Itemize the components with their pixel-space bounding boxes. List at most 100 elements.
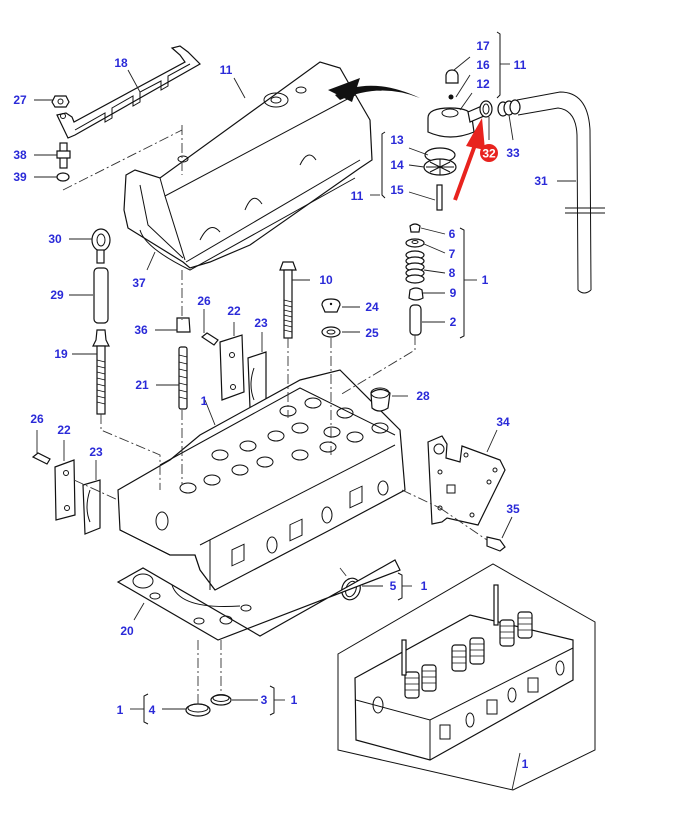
nut-27 bbox=[51, 95, 70, 108]
bracket-line bbox=[459, 227, 465, 339]
label-33[interactable]: 33 bbox=[506, 146, 520, 160]
label-39[interactable]: 39 bbox=[13, 170, 27, 184]
label-9[interactable]: 9 bbox=[450, 286, 457, 300]
alignment-line bbox=[62, 129, 183, 191]
alignment-line bbox=[439, 507, 488, 541]
label-20[interactable]: 20 bbox=[120, 624, 134, 638]
bracket-line bbox=[397, 572, 403, 601]
label-26[interactable]: 26 bbox=[197, 294, 211, 308]
plate-22-upper bbox=[219, 334, 245, 401]
valve-parts bbox=[405, 223, 425, 336]
label-1[interactable]: 1 bbox=[117, 703, 124, 717]
head-gasket-20 bbox=[116, 559, 401, 641]
label-19[interactable]: 19 bbox=[54, 347, 68, 361]
alignment-line bbox=[401, 489, 441, 509]
oring-39 bbox=[56, 172, 70, 182]
screw-35 bbox=[486, 536, 506, 552]
sleeve-28 bbox=[370, 387, 391, 412]
arrow-black-icon bbox=[335, 85, 420, 100]
label-22[interactable]: 22 bbox=[57, 423, 71, 437]
label-1[interactable]: 1 bbox=[482, 273, 489, 287]
label-12[interactable]: 12 bbox=[476, 77, 490, 91]
alignment-line bbox=[339, 567, 352, 583]
cylinder-head bbox=[117, 369, 406, 591]
label-16[interactable]: 16 bbox=[476, 58, 490, 72]
label-37[interactable]: 37 bbox=[132, 276, 146, 290]
bolt-10 bbox=[279, 261, 297, 339]
stud-19 bbox=[92, 329, 110, 415]
label-35[interactable]: 35 bbox=[506, 502, 520, 516]
label-38[interactable]: 38 bbox=[13, 148, 27, 162]
label-11[interactable]: 11 bbox=[514, 58, 527, 72]
label-1[interactable]: 1 bbox=[201, 394, 208, 408]
label-23[interactable]: 23 bbox=[89, 445, 103, 459]
label-1[interactable]: 1 bbox=[291, 693, 298, 707]
valve-springs bbox=[404, 611, 533, 699]
label-8[interactable]: 8 bbox=[449, 266, 456, 280]
label-17[interactable]: 17 bbox=[476, 39, 490, 53]
plate-22-lower bbox=[54, 459, 76, 521]
alignment-line bbox=[73, 479, 119, 501]
alignment-line bbox=[339, 335, 416, 396]
label-24[interactable]: 24 bbox=[365, 300, 379, 314]
label-10[interactable]: 10 bbox=[319, 273, 333, 287]
arrow-black-head bbox=[328, 78, 360, 102]
label-18[interactable]: 18 bbox=[114, 56, 128, 70]
inset-assembled-head bbox=[337, 563, 596, 791]
label-11[interactable]: 11 bbox=[220, 63, 233, 77]
label-28[interactable]: 28 bbox=[416, 389, 430, 403]
label-14[interactable]: 14 bbox=[390, 158, 404, 172]
label-7[interactable]: 7 bbox=[449, 247, 456, 261]
label-36[interactable]: 36 bbox=[134, 323, 148, 337]
highlight-callout-32[interactable] bbox=[480, 144, 498, 162]
plug-24 bbox=[321, 298, 341, 313]
bracket-line bbox=[143, 693, 149, 725]
stud-21 bbox=[178, 346, 188, 410]
label-1[interactable]: 1 bbox=[421, 579, 428, 593]
bracket-line bbox=[381, 131, 386, 199]
label-21[interactable]: 21 bbox=[135, 378, 149, 392]
callout-label-32: 32 bbox=[482, 147, 496, 161]
seals-33 bbox=[497, 99, 521, 117]
label-29[interactable]: 29 bbox=[50, 288, 64, 302]
label-22[interactable]: 22 bbox=[227, 304, 241, 318]
screw-26-lower bbox=[31, 452, 51, 465]
spacer-29 bbox=[93, 267, 109, 324]
eyebolt-30 bbox=[91, 228, 111, 264]
label-30[interactable]: 30 bbox=[48, 232, 62, 246]
bracket-18 bbox=[56, 45, 201, 139]
label-6[interactable]: 6 bbox=[449, 227, 456, 241]
highlight-arrow-icon bbox=[453, 118, 485, 201]
label-31[interactable]: 31 bbox=[534, 174, 548, 188]
rocker-cover-11 bbox=[123, 61, 373, 271]
bracket-line bbox=[496, 31, 501, 99]
label-27[interactable]: 27 bbox=[13, 93, 27, 107]
label-1[interactable]: 1 bbox=[522, 757, 529, 771]
nut-36 bbox=[176, 317, 191, 333]
label-3[interactable]: 3 bbox=[261, 693, 268, 707]
insert-4 bbox=[185, 703, 211, 717]
label-23[interactable]: 23 bbox=[254, 316, 268, 330]
label-13[interactable]: 13 bbox=[390, 133, 404, 147]
part-labels: 18 11 27 38 39 30 37 29 19 36 21 26 22 2… bbox=[13, 39, 548, 771]
label-5[interactable]: 5 bbox=[390, 579, 397, 593]
label-15[interactable]: 15 bbox=[390, 183, 404, 197]
bracket-34 bbox=[427, 435, 506, 526]
stud-38 bbox=[56, 142, 71, 169]
label-26[interactable]: 26 bbox=[30, 412, 44, 426]
label-34[interactable]: 34 bbox=[496, 415, 510, 429]
seal-25 bbox=[321, 326, 341, 338]
label-2[interactable]: 2 bbox=[450, 315, 457, 329]
gasket-23-lower bbox=[82, 479, 101, 535]
alignment-line bbox=[100, 414, 161, 490]
screw-26-upper bbox=[200, 332, 219, 346]
label-11[interactable]: 11 bbox=[351, 189, 364, 203]
hose-31 bbox=[516, 91, 605, 294]
insert-3 bbox=[210, 694, 232, 706]
clip-32 bbox=[479, 100, 493, 118]
label-25[interactable]: 25 bbox=[365, 326, 379, 340]
bracket-line bbox=[269, 685, 275, 716]
label-4[interactable]: 4 bbox=[149, 703, 156, 717]
breather-assembly bbox=[423, 69, 486, 211]
